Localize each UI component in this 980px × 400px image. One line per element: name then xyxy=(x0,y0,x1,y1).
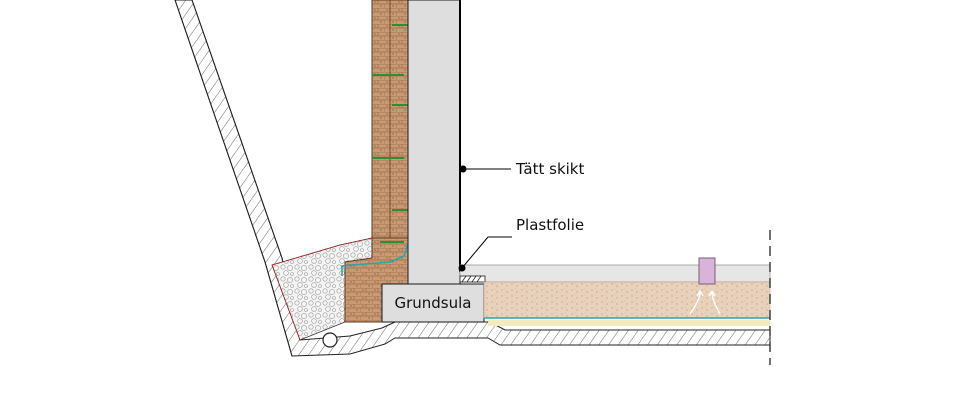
sub-slab-fill xyxy=(483,281,771,326)
leader-plastfolie: Plastfolie xyxy=(458,216,584,272)
wall-anchors xyxy=(372,24,410,243)
footing: Grundsula xyxy=(381,283,485,323)
label-tatt-skikt: Tätt skikt xyxy=(515,160,584,178)
label-grundsula: Grundsula xyxy=(394,294,471,312)
exterior-insulation xyxy=(344,0,409,323)
concrete-wall xyxy=(407,0,461,285)
floor-slab xyxy=(459,264,771,283)
leader-tatt-skikt: Tätt skikt xyxy=(459,160,584,178)
circle-pipe-icon xyxy=(322,332,338,348)
post-element xyxy=(698,257,716,285)
airflow-arrows-icon xyxy=(689,289,721,315)
label-plastfolie: Plastfolie xyxy=(516,216,584,234)
